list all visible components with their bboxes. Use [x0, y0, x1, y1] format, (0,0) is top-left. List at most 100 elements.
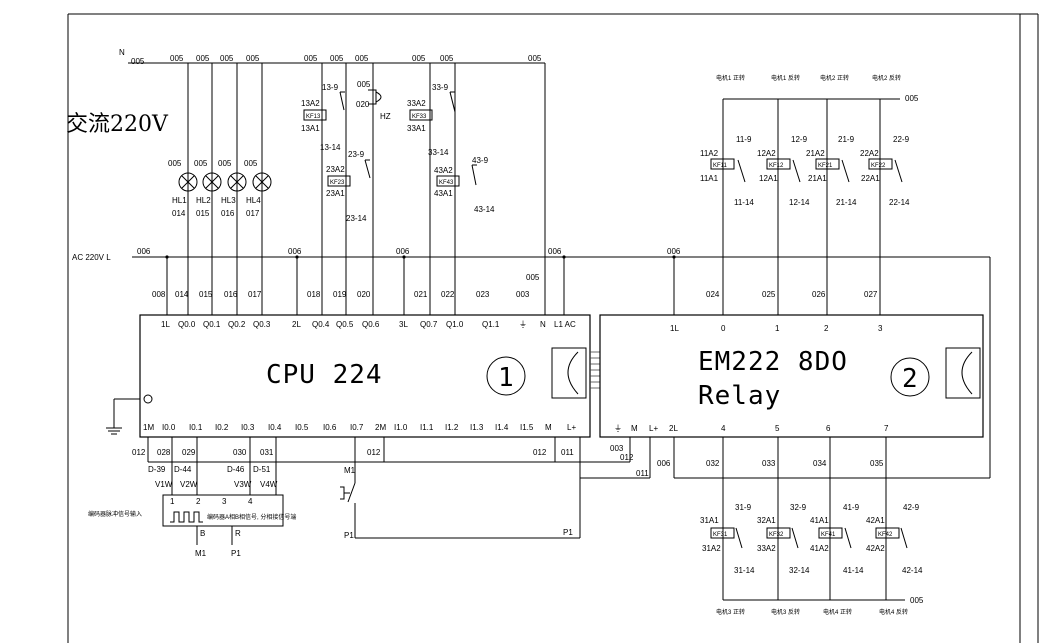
svg-text:HL2: HL2	[196, 196, 211, 205]
svg-text:KF12: KF12	[769, 163, 784, 169]
relay-coil-kf43: 43-9 43A2 KF43 43A1 43-14	[434, 63, 495, 315]
svg-text:D-46: D-46	[227, 465, 245, 474]
svg-text:KF42: KF42	[878, 532, 893, 538]
svg-text:005: 005	[357, 80, 371, 89]
relay-coil-kf12: 12-9 12A2 KF12 12A1 12-14	[757, 135, 810, 207]
svg-text:005: 005	[218, 159, 232, 168]
svg-text:018: 018	[307, 290, 321, 299]
svg-text:3: 3	[222, 497, 227, 506]
em-number-badge	[890, 357, 930, 397]
svg-text:016: 016	[224, 290, 238, 299]
svg-text:012: 012	[367, 448, 381, 457]
svg-text:11-14: 11-14	[734, 198, 754, 207]
svg-text:031: 031	[260, 448, 274, 457]
svg-text:2L: 2L	[292, 320, 301, 329]
svg-text:V1W: V1W	[155, 480, 173, 489]
svg-text:43A2: 43A2	[434, 166, 453, 175]
drawing-frame	[67, 13, 1039, 643]
buzzer-hz: 005 020 HZ	[356, 63, 391, 315]
svg-text:1: 1	[170, 497, 175, 506]
relay-coil-kf11: 11-9 11A2 KF11 11A1 11-14	[700, 135, 754, 207]
line-label: AC 220V L	[72, 253, 111, 262]
svg-text:1L: 1L	[670, 324, 679, 333]
module-connector	[590, 351, 600, 389]
svg-text:31-14: 31-14	[734, 566, 755, 575]
svg-text:Q1.1: Q1.1	[482, 320, 500, 329]
svg-text:Q0.3: Q0.3	[253, 320, 271, 329]
cpu-extra-wire: 005	[526, 273, 540, 282]
cpu-bottom-wiring: 012 028 029 030 031 012 012 011 003 012 …	[132, 437, 651, 538]
svg-text:21A2: 21A2	[806, 149, 825, 158]
svg-text:022: 022	[441, 290, 455, 299]
svg-text:2: 2	[824, 324, 829, 333]
svg-text:D-51: D-51	[253, 465, 271, 474]
svg-text:13A1: 13A1	[301, 124, 320, 133]
svg-text:005: 005	[244, 159, 258, 168]
svg-text:015: 015	[199, 290, 213, 299]
lamp-hl1: 005 HL1 014	[168, 63, 198, 315]
svg-text:23A2: 23A2	[326, 165, 345, 174]
svg-text:030: 030	[233, 448, 247, 457]
svg-text:015: 015	[196, 209, 210, 218]
svg-text:I1.0: I1.0	[394, 423, 408, 432]
svg-text:Q0.1: Q0.1	[203, 320, 221, 329]
svg-text:13-14: 13-14	[320, 143, 341, 152]
svg-text:13A2: 13A2	[301, 99, 320, 108]
svg-text:Q0.6: Q0.6	[362, 320, 380, 329]
svg-text:006: 006	[288, 247, 302, 256]
lamp-hl2: 005 HL2 015	[194, 63, 222, 315]
svg-text:HL4: HL4	[246, 196, 261, 205]
svg-text:Q0.0: Q0.0	[178, 320, 196, 329]
svg-text:KF33: KF33	[412, 114, 427, 120]
relay-coil-kf13: 13-9 13A2 KF13 13A1 13-14	[301, 63, 345, 315]
svg-text:005: 005	[910, 596, 924, 605]
svg-text:KF43: KF43	[439, 180, 454, 186]
svg-text:4: 4	[248, 497, 253, 506]
svg-text:KF11: KF11	[713, 163, 728, 169]
right-bottom-bus: 005 电机3 正转 电机3 反转 电机4 正转 电机4 反转	[716, 596, 924, 616]
svg-text:005: 005	[905, 94, 919, 103]
svg-text:电机3 反转: 电机3 反转	[771, 608, 800, 616]
svg-text:KF31: KF31	[713, 532, 728, 538]
svg-text:31A1: 31A1	[700, 516, 719, 525]
svg-text:33A2: 33A2	[757, 544, 776, 553]
svg-text:HZ: HZ	[380, 112, 391, 121]
em-bottom-wires: 032 033 034 035 006	[657, 437, 990, 600]
cpu-top-wire-labels: 008 014 015 016 017 018 019 020 021 022 …	[152, 290, 530, 299]
svg-text:I0.0: I0.0	[162, 423, 176, 432]
bus-wire-10: 005	[528, 54, 542, 63]
svg-text:KF22: KF22	[871, 163, 886, 169]
bus-wire-7: 005	[355, 54, 369, 63]
svg-text:Q0.2: Q0.2	[228, 320, 246, 329]
svg-text:电机4 正转: 电机4 正转	[823, 608, 852, 616]
bus-wire-4: 005	[246, 54, 260, 63]
svg-text:11A1: 11A1	[700, 174, 719, 183]
svg-text:N: N	[540, 320, 546, 329]
svg-text:41A2: 41A2	[810, 544, 829, 553]
svg-text:21-9: 21-9	[838, 135, 855, 144]
cpu-224-module: 1L Q0.0 Q0.1 Q0.2 Q0.3 2L Q0.4 Q0.5 Q0.6…	[139, 314, 591, 438]
svg-text:KF23: KF23	[330, 180, 345, 186]
cpu-number: 1	[498, 363, 515, 393]
svg-text:I1.2: I1.2	[445, 423, 459, 432]
svg-text:33-14: 33-14	[428, 148, 449, 157]
svg-text:KF13: KF13	[306, 114, 321, 120]
svg-text:22A1: 22A1	[861, 174, 880, 183]
svg-text:41-9: 41-9	[843, 503, 860, 512]
svg-text:023: 023	[476, 290, 490, 299]
svg-text:I0.7: I0.7	[350, 423, 364, 432]
svg-text:017: 017	[248, 290, 262, 299]
svg-text:3: 3	[878, 324, 883, 333]
svg-text:034: 034	[813, 459, 827, 468]
svg-text:016: 016	[221, 209, 235, 218]
svg-text:020: 020	[356, 100, 370, 109]
svg-text:033: 033	[762, 459, 776, 468]
svg-text:I0.4: I0.4	[268, 423, 282, 432]
svg-text:I1.5: I1.5	[520, 423, 534, 432]
svg-text:012: 012	[620, 453, 634, 462]
svg-text:31-9: 31-9	[735, 503, 752, 512]
svg-text:B: B	[200, 529, 205, 538]
bus-wire-6: 005	[330, 54, 344, 63]
svg-text:21-14: 21-14	[836, 198, 857, 207]
